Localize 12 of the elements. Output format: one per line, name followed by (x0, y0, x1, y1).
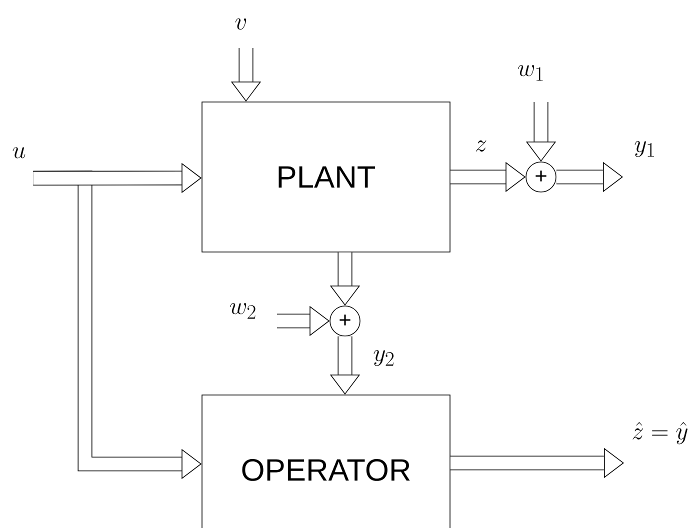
signal-label: $\hat{z} = \hat{y}$ (632, 422, 688, 444)
signal-label: $w_1$ (518, 65, 543, 81)
summing-junction: + (330, 306, 360, 336)
edge-label: $y_2$ (374, 350, 394, 366)
process-box: PLANT (202, 102, 450, 252)
signal-label: $v$ (235, 18, 246, 30)
process-box: OPERATOR (202, 394, 450, 528)
signal-label: $u$ (12, 147, 26, 158)
signal-label: $y_1$ (634, 141, 654, 157)
signal-label: $w_2$ (230, 303, 256, 319)
summing-junction: + (526, 162, 556, 192)
edge-label: $z$ (476, 140, 486, 152)
